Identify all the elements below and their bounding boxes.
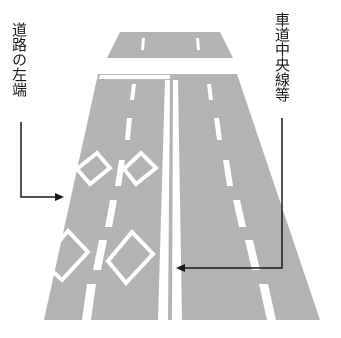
arrowhead-left bbox=[55, 193, 64, 201]
road-surface-far bbox=[107, 32, 233, 58]
diamond-mark bbox=[39, 228, 91, 283]
center-line bbox=[158, 80, 182, 320]
lane-dashes-right bbox=[207, 84, 276, 320]
diamond-mark bbox=[105, 228, 156, 287]
lane-dashes-far bbox=[141, 38, 200, 50]
road-surface-near bbox=[44, 74, 320, 320]
label-road-left-edge: 道路の左端 bbox=[10, 22, 28, 97]
crosswalk bbox=[104, 58, 236, 74]
arrowhead-right bbox=[176, 264, 185, 272]
diamond-mark bbox=[121, 150, 159, 187]
lane-dashes-left bbox=[82, 84, 136, 320]
diamond-markings bbox=[39, 150, 159, 287]
label-center-line: 車道中央線等 bbox=[273, 12, 291, 102]
leader-right bbox=[184, 118, 283, 269]
diamond-mark bbox=[74, 150, 113, 187]
leader-left bbox=[20, 122, 56, 198]
stop-line bbox=[99, 75, 170, 79]
